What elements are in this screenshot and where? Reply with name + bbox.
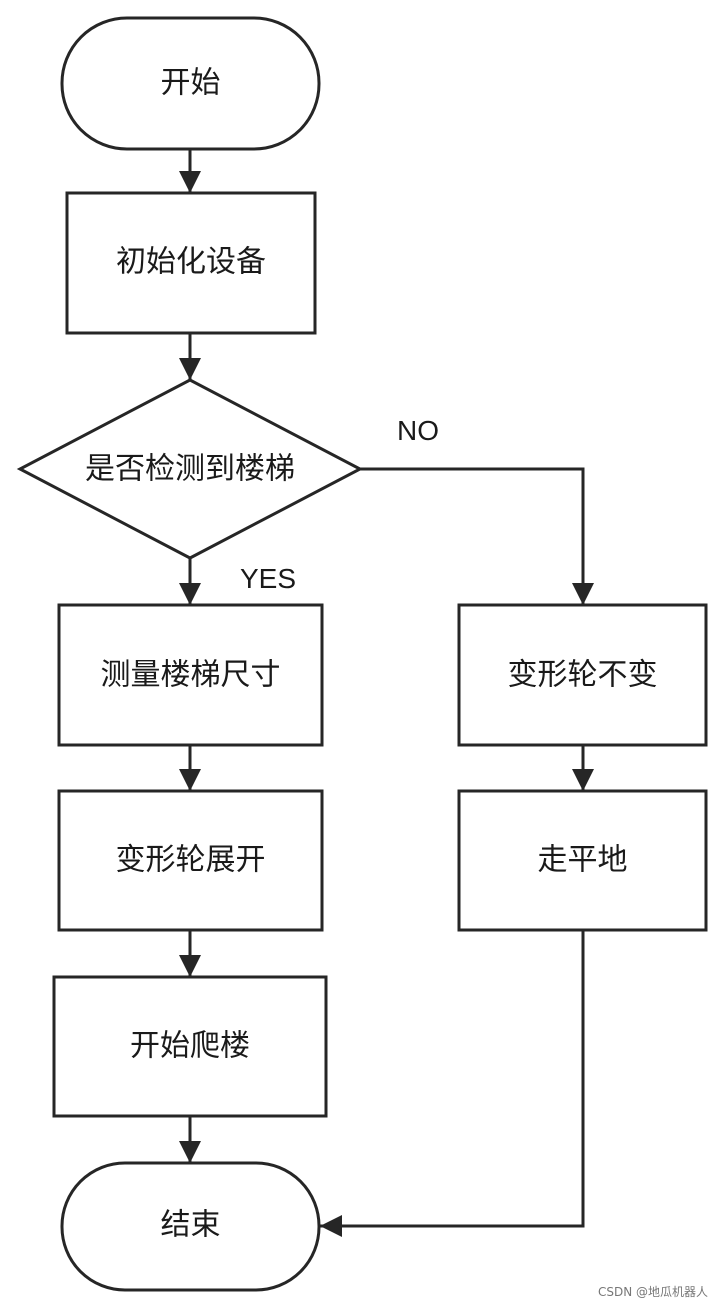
node-decision: 是否检测到楼梯 <box>16 378 364 560</box>
edge-decision-to-keep <box>360 467 594 605</box>
node-expand-label: 变形轮展开 <box>116 843 266 878</box>
node-keep-label: 变形轮不变 <box>508 658 658 693</box>
decision-shape <box>16 378 364 560</box>
process-shape <box>457 789 708 932</box>
node-flat-label: 走平地 <box>538 843 628 878</box>
watermark: CSDN @地瓜机器人 <box>598 1285 708 1299</box>
node-start-label: 开始 <box>161 66 221 101</box>
node-climb-label: 开始爬楼 <box>130 1029 250 1064</box>
node-init-label: 初始化设备 <box>116 245 266 280</box>
node-end: 结束 <box>60 1161 321 1292</box>
edge-label-no: NO <box>397 415 439 446</box>
edge-label-yes: YES <box>240 563 296 594</box>
node-start: 开始 <box>60 16 321 151</box>
edge-flat-to-end <box>320 930 585 1237</box>
node-climb: 开始爬楼 <box>52 975 328 1118</box>
node-flat: 走平地 <box>457 789 708 932</box>
terminal-shape <box>60 16 321 151</box>
node-init: 初始化设备 <box>65 191 317 335</box>
node-keep: 变形轮不变 <box>457 603 708 747</box>
node-decision-label: 是否检测到楼梯 <box>85 452 295 487</box>
terminal-shape <box>60 1161 321 1292</box>
process-shape <box>65 191 317 335</box>
process-shape <box>57 603 324 747</box>
process-shape <box>52 975 328 1118</box>
node-end-label: 结束 <box>161 1208 221 1243</box>
node-expand: 变形轮展开 <box>57 789 324 932</box>
node-measure: 测量楼梯尺寸 <box>57 603 324 747</box>
process-shape <box>457 603 708 747</box>
edges <box>179 150 594 1237</box>
process-shape <box>57 789 324 932</box>
node-measure-label: 测量楼梯尺寸 <box>101 658 281 693</box>
